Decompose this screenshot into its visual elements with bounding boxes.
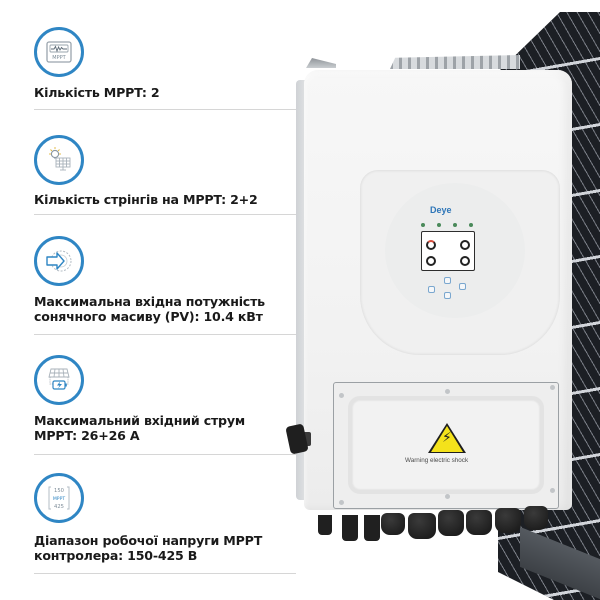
spec-line: Максимальна вхідна потужність — [34, 294, 265, 309]
cable-gland — [381, 513, 405, 535]
divider — [34, 214, 296, 215]
warning-triangle-icon — [428, 423, 466, 453]
spec-line: Діапазон робочої напруги MPPT — [34, 533, 263, 548]
dc-switch-base — [303, 432, 311, 446]
arrow-into-gear-icon — [34, 236, 84, 286]
display-panel — [385, 183, 525, 318]
svg-text:MPPT: MPPT — [53, 496, 66, 502]
spec-line: сонячного масиву (PV): 10.4 кВт — [34, 309, 263, 324]
brand-logo: Deye — [430, 205, 452, 215]
mppt-waveform-icon: MPPT — [34, 27, 84, 77]
svg-text:150: 150 — [54, 488, 64, 494]
screw — [445, 389, 450, 394]
cable-gland — [438, 510, 464, 536]
status-leds — [421, 223, 473, 227]
cable-gland — [466, 510, 492, 535]
svg-text:425: 425 — [54, 504, 64, 510]
warning-triangle-fill — [431, 426, 463, 452]
solar-panel — [498, 12, 600, 600]
pv-connector — [318, 515, 332, 535]
lcd-screen — [421, 231, 475, 271]
bulb-solar-panel-icon — [34, 135, 84, 185]
heatsink — [390, 55, 520, 69]
display-recess — [360, 170, 560, 355]
key-up — [444, 277, 451, 284]
divider — [34, 109, 296, 110]
solar-panel-battery-charge-icon — [34, 355, 84, 405]
spec-strings-per-mppt: Кількість стрінгів на MPPT: 2+2 — [34, 192, 258, 207]
key-enter — [459, 283, 466, 290]
lightning-bolt-icon: ⚡ — [442, 430, 452, 446]
spec-max-pv-power: Максимальна вхідна потужність сонячного … — [34, 294, 265, 324]
spec-line: Кількість стрінгів на MPPT: 2+2 — [34, 192, 258, 207]
spec-line: Максимальний вхідний струм — [34, 413, 245, 428]
spec-mppt-voltage-range: Діапазон робочої напруги MPPT контролера… — [34, 533, 262, 563]
key-back — [428, 286, 435, 293]
screw — [550, 488, 555, 493]
divider — [34, 334, 296, 335]
spec-line: контролера: 150-425 В — [34, 548, 198, 563]
divider — [34, 573, 296, 574]
screw — [550, 385, 555, 390]
svg-text:MPPT: MPPT — [52, 55, 66, 61]
mppt-voltage-range-icon: 150 MPPT 425 — [34, 473, 84, 523]
solar-panel-frame — [520, 526, 600, 600]
divider — [34, 454, 296, 455]
inverter-side — [296, 80, 310, 500]
key-down — [444, 292, 451, 299]
cable-gland — [408, 513, 436, 539]
spec-mppt-count: Кількість MPPT: 2 — [34, 85, 160, 100]
spec-line: MPPT: 26+26 А — [34, 428, 140, 443]
pv-connector — [364, 515, 380, 541]
dc-switch — [285, 423, 309, 455]
screw — [445, 494, 450, 499]
screw — [339, 393, 344, 398]
pv-connector — [342, 515, 358, 541]
heatsink-left — [306, 58, 336, 68]
spec-max-input-current: Максимальний вхідний струм MPPT: 26+26 А — [34, 413, 245, 443]
cable-gland — [495, 508, 521, 533]
cable-gland — [524, 506, 548, 530]
wiring-cover-recess — [348, 396, 544, 494]
warning-label: Warning electric shock — [405, 457, 469, 464]
spec-line: Кількість MPPT: 2 — [34, 85, 160, 100]
screw — [339, 500, 344, 505]
inverter-body — [304, 70, 572, 510]
wiring-cover — [333, 382, 559, 509]
